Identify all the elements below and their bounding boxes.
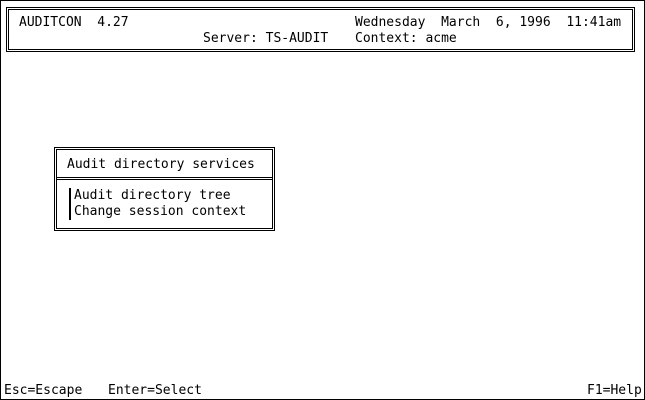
menu-title-bar: Audit directory services xyxy=(57,150,272,180)
audit-directory-menu: Audit directory services Audit directory… xyxy=(54,147,275,231)
menu-title: Audit directory services xyxy=(67,157,255,172)
session-context: Context: acme xyxy=(355,31,457,46)
help-key-hint[interactable]: F1=Help xyxy=(587,383,642,398)
menu-item-list: Audit directory tree Change session cont… xyxy=(69,188,246,220)
menu-item-change-session-context[interactable]: Change session context xyxy=(74,204,247,219)
app-title: AUDITCON 4.27 xyxy=(19,15,129,30)
enter-key-hint[interactable]: Enter=Select xyxy=(108,383,202,398)
server-name: Server: TS-AUDIT xyxy=(203,31,329,46)
status-header: AUDITCON 4.27 Wednesday March 6, 1996 11… xyxy=(6,7,635,52)
date-time: Wednesday March 6, 1996 11:41am xyxy=(355,15,622,30)
menu-item-audit-directory-tree[interactable]: Audit directory tree xyxy=(74,188,231,203)
escape-key-hint[interactable]: Esc=Escape xyxy=(4,383,83,398)
